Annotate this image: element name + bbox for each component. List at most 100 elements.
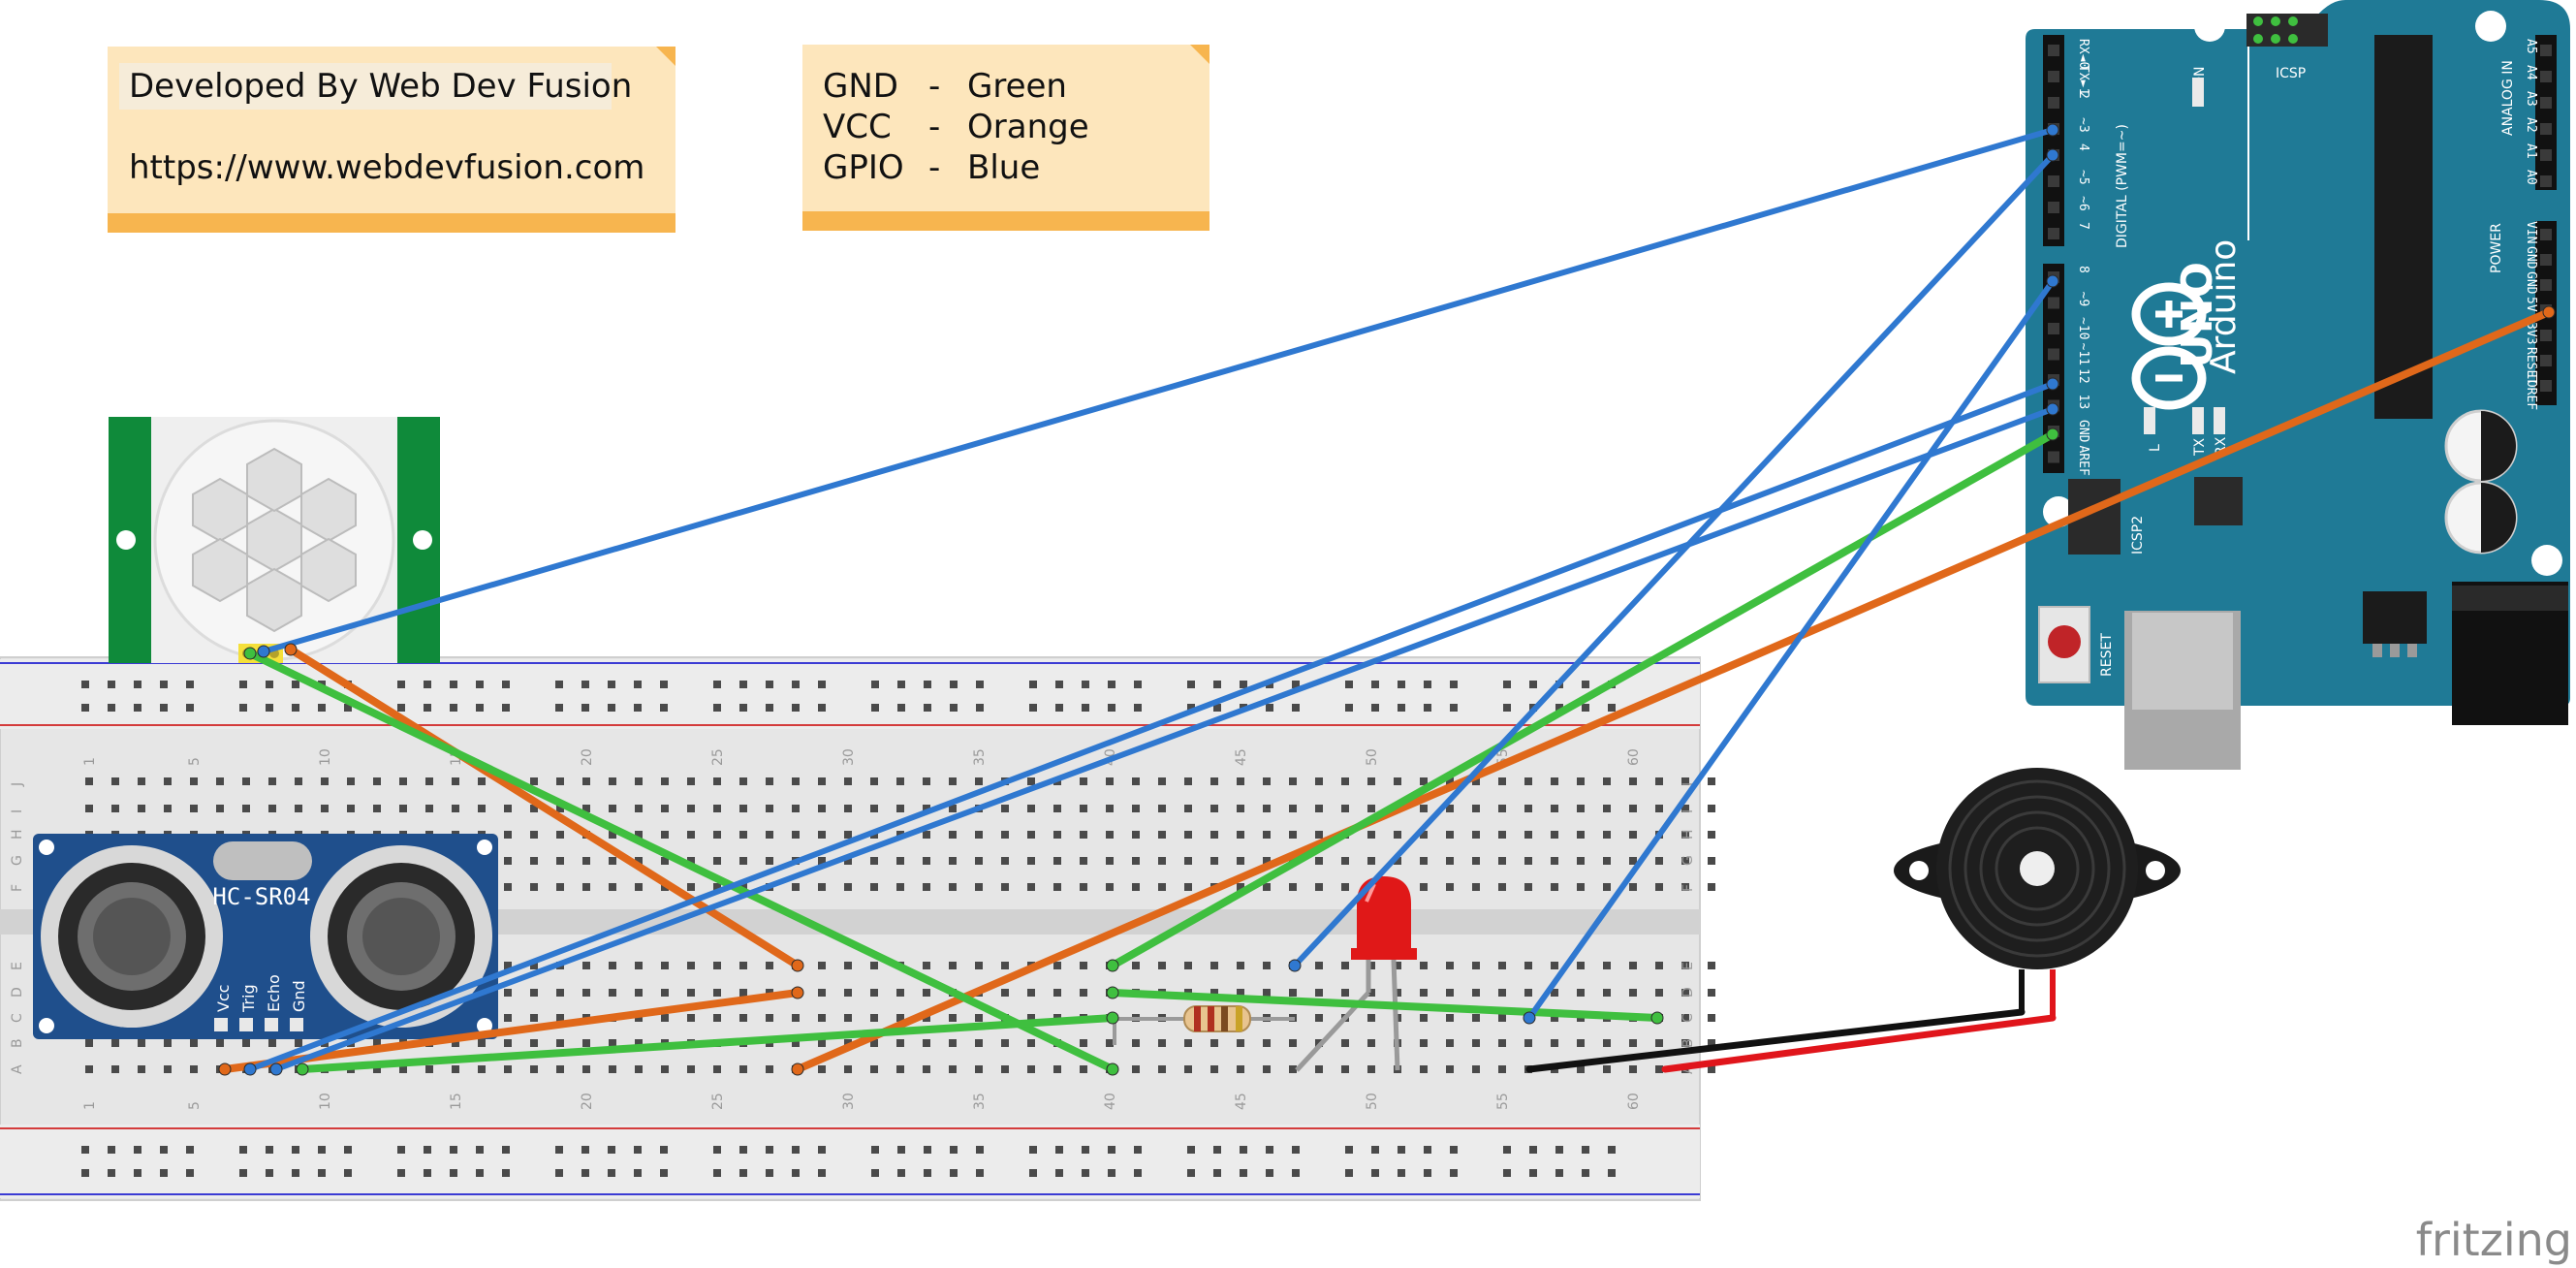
breadboard-hole [1027, 1039, 1035, 1047]
rail-hole [476, 1146, 484, 1154]
breadboard-hole [1551, 831, 1558, 839]
column-number: 10 [318, 748, 333, 766]
wire-gnd [298, 1014, 1116, 1073]
breadboard-hole [1132, 1065, 1140, 1073]
digital-pins-label: DIGITAL (PWM=~) [2115, 124, 2130, 248]
breadboard-hole [530, 1039, 538, 1047]
breadboard-hole [1315, 962, 1323, 969]
breadboard-hole [582, 805, 590, 812]
rail-hole [950, 1169, 958, 1177]
rail-hole [318, 704, 326, 712]
breadboard-hole [818, 1039, 826, 1047]
breadboard-hole [1027, 1065, 1035, 1073]
rail-hole [1029, 681, 1037, 688]
breadboard-hole [1001, 1039, 1009, 1047]
breadboard-hole [739, 857, 747, 865]
wire-endpoint [2046, 123, 2059, 137]
breadboard-hole [1315, 1065, 1323, 1073]
legend-dash: - [928, 148, 940, 187]
rail-hole [160, 704, 168, 712]
rail-hole [292, 704, 299, 712]
breadboard-hole [556, 831, 564, 839]
wire-endpoint [284, 643, 298, 656]
breadboard-hole [1420, 831, 1428, 839]
breadboard-hole [1420, 777, 1428, 785]
breadboard-hole [1446, 883, 1454, 891]
rail-hole [1555, 704, 1563, 712]
breadboard-hole [975, 962, 983, 969]
breadboard-hole [635, 1065, 643, 1073]
rail-hole [108, 704, 115, 712]
breadboard-hole [1158, 857, 1166, 865]
rail-hole [239, 704, 247, 712]
breadboard-hole [687, 831, 695, 839]
breadboard-hole [687, 857, 695, 865]
breadboard-hole [164, 1065, 172, 1073]
breadboard-hole [896, 989, 904, 997]
breadboard-hole [1472, 777, 1480, 785]
column-number: 25 [710, 1093, 726, 1110]
breadboard-hole [609, 831, 616, 839]
breadboard-hole [138, 805, 145, 812]
breadboard-hole [1498, 883, 1506, 891]
rail-hole [186, 704, 194, 712]
breadboard-hole [949, 962, 957, 969]
row-letter: A [10, 1064, 25, 1074]
pin-label: ~3 [2076, 117, 2090, 133]
breadboard-hole [1524, 831, 1532, 839]
rail-hole [424, 681, 431, 688]
breadboard-hole [870, 883, 878, 891]
wire-endpoint [1650, 1011, 1664, 1025]
breadboard-hole [85, 777, 93, 785]
wire-buzzer-black [1525, 1008, 2026, 1073]
rail-hole [608, 1146, 615, 1154]
breadboard-hole [1210, 989, 1218, 997]
breadboard-hole [713, 857, 721, 865]
breadboard-hole [1708, 857, 1715, 865]
breadboard-hole [1681, 777, 1689, 785]
breadboard-hole [1237, 989, 1244, 997]
breadboard-hole [1080, 883, 1087, 891]
row-letter: C [1681, 1013, 1696, 1023]
rail-hole [266, 681, 273, 688]
breadboard-hole [242, 805, 250, 812]
rail-hole [1266, 1169, 1273, 1177]
breadboard-hole [661, 1065, 669, 1073]
icsp2-label: ICSP2 [2130, 516, 2146, 555]
breadboard-hole [582, 857, 590, 865]
legend-signal: GPIO [823, 148, 904, 187]
breadboard-hole [1629, 805, 1637, 812]
breadboard-hole [792, 777, 800, 785]
rail-hole [660, 681, 668, 688]
bottom-power-rail [0, 1125, 1700, 1198]
breadboard-hole [1420, 1014, 1428, 1022]
breadboard-hole [1524, 989, 1532, 997]
wire-endpoint [2046, 377, 2059, 391]
breadboard-hole [1367, 1039, 1375, 1047]
pin-label: AREF [2076, 446, 2090, 476]
breadboard-hole [1184, 1039, 1192, 1047]
breadboard-hole [1394, 989, 1401, 997]
rail-hole [1398, 1169, 1405, 1177]
breadboard-hole [1420, 883, 1428, 891]
rail-hole [1187, 681, 1195, 688]
breadboard-hole [687, 989, 695, 997]
breadboard-hole [321, 777, 329, 785]
breadboard-hole [923, 962, 930, 969]
breadboard-hole [1210, 962, 1218, 969]
breadboard-hole [1603, 962, 1611, 969]
rail-hole [1108, 704, 1115, 712]
breadboard-hole [1472, 1065, 1480, 1073]
credit-note: Developed By Web Dev Fusion https://www.… [108, 47, 675, 233]
pin-label: RESET [2524, 347, 2538, 385]
breadboard-hole [373, 1065, 381, 1073]
breadboard-hole [635, 1039, 643, 1047]
breadboard-hole [1341, 777, 1349, 785]
breadboard-hole [530, 1014, 538, 1022]
pin-label: A2 [2524, 117, 2538, 133]
breadboard-hole [1629, 857, 1637, 865]
breadboard-hole [1341, 1065, 1349, 1073]
breadboard-hole [739, 1014, 747, 1022]
wire-endpoint [2542, 305, 2556, 319]
